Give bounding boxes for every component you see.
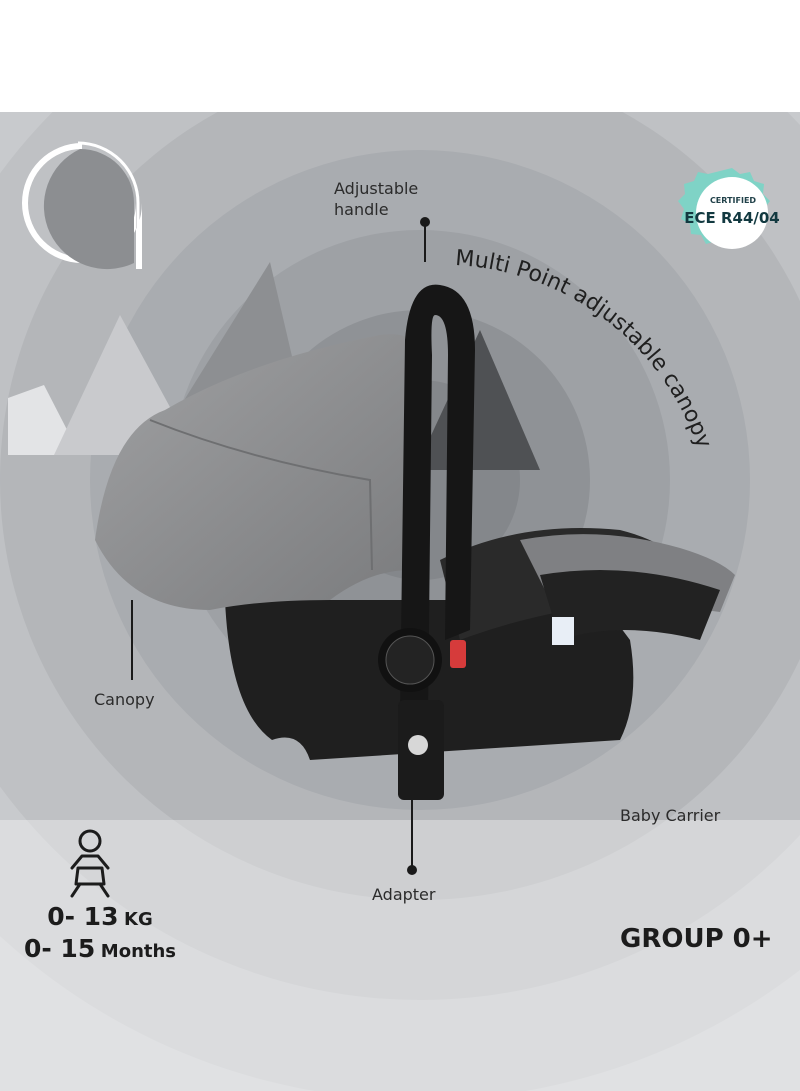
handle-label-line1: Adjustable [334, 179, 419, 198]
certified-text: CERTIFIED [709, 196, 757, 205]
adapter-label: Adapter [372, 885, 436, 904]
handle-label-line2: handle [334, 200, 389, 219]
baby-carrier-image [95, 284, 735, 800]
callout-lines [131, 224, 426, 868]
handle-dot [420, 217, 430, 227]
age-value: 0- 15 [23, 934, 96, 963]
weight-age-specs: 0- 13 KG 0- 15 Months [0, 902, 200, 966]
adapter-dot [407, 865, 417, 875]
canopy-label: Canopy [94, 690, 155, 709]
droplet-icon [22, 141, 142, 270]
ece-standard-text: ECE R44/04 [684, 209, 780, 227]
certified-seal-icon [678, 168, 770, 249]
weight-spec: 0- 13 KG [0, 902, 200, 934]
baby-icon [70, 829, 110, 898]
weight-unit: KG [124, 909, 153, 930]
age-spec: 0- 15 Months [0, 934, 200, 966]
product-name: Baby Carrier [620, 806, 721, 825]
age-unit: Months [100, 941, 177, 962]
handle-callout: Adjustable handle [334, 178, 418, 220]
weight-value: 0- 13 [47, 902, 119, 931]
group-label: GROUP 0+ [620, 924, 773, 954]
